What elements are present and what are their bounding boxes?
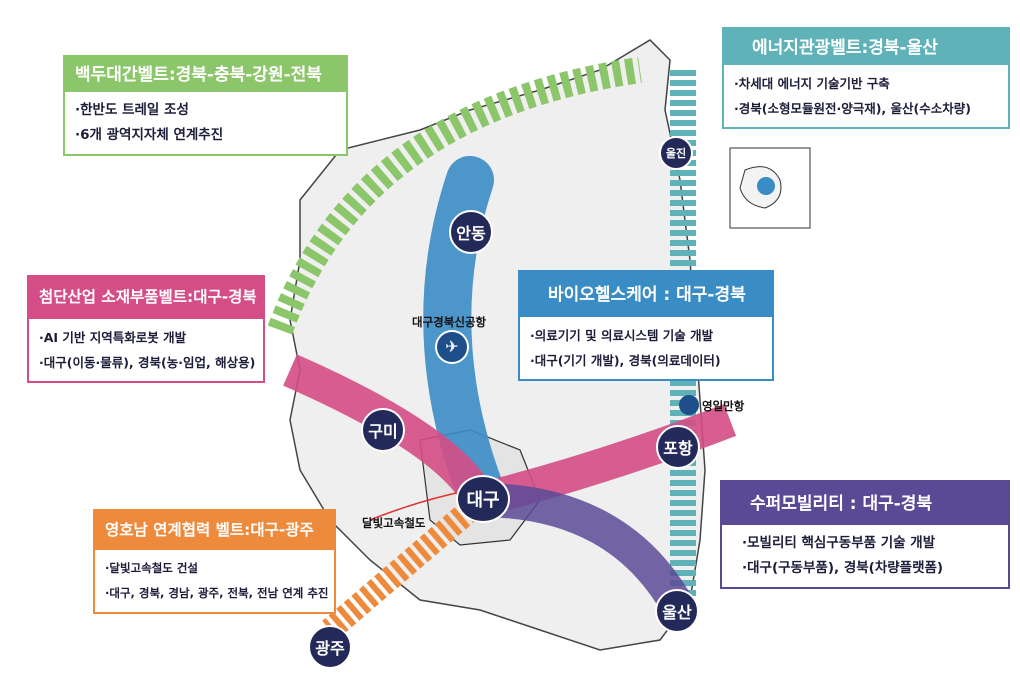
baekdu-belt-arrow (267, 57, 642, 335)
svg-text:✈: ✈ (445, 337, 458, 356)
ulleung-airport-icon (757, 177, 775, 195)
bio-belt-box: 바이오헬스케어 : 대구-경북 ·의료기기 및 의료시스템 기술 개발 ·대구(… (518, 270, 774, 381)
energy-item: ·경북(소형모듈원전·양극재), 울산(수소차량) (734, 101, 971, 116)
city-gwangju: 광주 (308, 625, 352, 669)
bio-item: ·대구(기기 개발), 경북(의료데이터) (530, 353, 721, 368)
bio-belt-title: 바이오헬스케어 : 대구-경북 (518, 270, 774, 315)
energy-item: ·차세대 에너지 기술기반 구축 (734, 76, 890, 91)
advanced-item: ·대구(이동·물류), 경북(농·임업, 해상용) (39, 355, 256, 370)
city-gumi: 구미 (361, 408, 405, 452)
yeongho-belt-title: 영호남 연계협력 벨트:대구-광주 (93, 509, 336, 548)
mobility-item: ·모빌리티 핵심구동부품 기술 개발 (742, 535, 936, 551)
city-pohang: 포항 (656, 425, 700, 469)
mobility-belt-arrow (479, 483, 695, 619)
advanced-belt-title: 첨단산업 소재부품벨트:대구-경북 (27, 275, 265, 317)
port-ship-icon (679, 395, 699, 415)
airport-icon (435, 330, 469, 364)
advanced-item: ·AI 기반 지역특화로봇 개발 (39, 330, 187, 345)
yeongho-belt-arrow (322, 500, 478, 640)
baekdu-item: ·6개 광역지자체 연계추진 (75, 127, 224, 143)
mobility-belt-title: 수퍼모빌리티 : 대구-경북 (720, 480, 1010, 523)
energy-belt-box: 에너지관광벨트:경북-울산 ·차세대 에너지 기술기반 구축 ·경북(소형모듈원… (722, 27, 1010, 129)
airport-label: 대구경북신공항 (412, 315, 487, 329)
baekdu-belt-box: 백두대간벨트:경북-충북-강원-전북 ·한반도 트레일 조성 ·6개 광역지자체… (63, 55, 348, 156)
city-uljin: 울진 (659, 136, 693, 170)
city-daegu: 대구 (456, 475, 510, 523)
mobility-item: ·대구(구동부품), 경북(차량플랫폼) (742, 560, 944, 576)
city-andong: 안동 (449, 210, 493, 254)
yeongho-item: ·달빛고속철도 건설 (105, 561, 199, 575)
energy-belt-title: 에너지관광벨트:경북-울산 (722, 27, 1010, 63)
bio-item: ·의료기기 및 의료시스템 기술 개발 (530, 328, 714, 343)
mobility-belt-box: 수퍼모빌리티 : 대구-경북 ·모빌리티 핵심구동부품 기술 개발 ·대구(구동… (720, 480, 1010, 589)
baekdu-belt-title: 백두대간벨트:경북-충북-강원-전북 (63, 55, 348, 90)
rail-label: 달빛고속철도 (362, 516, 426, 530)
city-ulsan: 울산 (655, 589, 699, 633)
baekdu-item: ·한반도 트레일 조성 (75, 102, 189, 118)
yeongho-belt-box: 영호남 연계협력 벨트:대구-광주 ·달빛고속철도 건설 ·대구, 경북, 경남… (93, 509, 336, 614)
advanced-belt-box: 첨단산업 소재부품벨트:대구-경북 ·AI 기반 지역특화로봇 개발 ·대구(이… (27, 275, 265, 383)
port-label: 영일만항 (702, 399, 745, 413)
yeongho-item: ·대구, 경북, 경남, 광주, 전북, 전남 연계 추진 (105, 586, 329, 600)
inset-frame (729, 147, 811, 229)
